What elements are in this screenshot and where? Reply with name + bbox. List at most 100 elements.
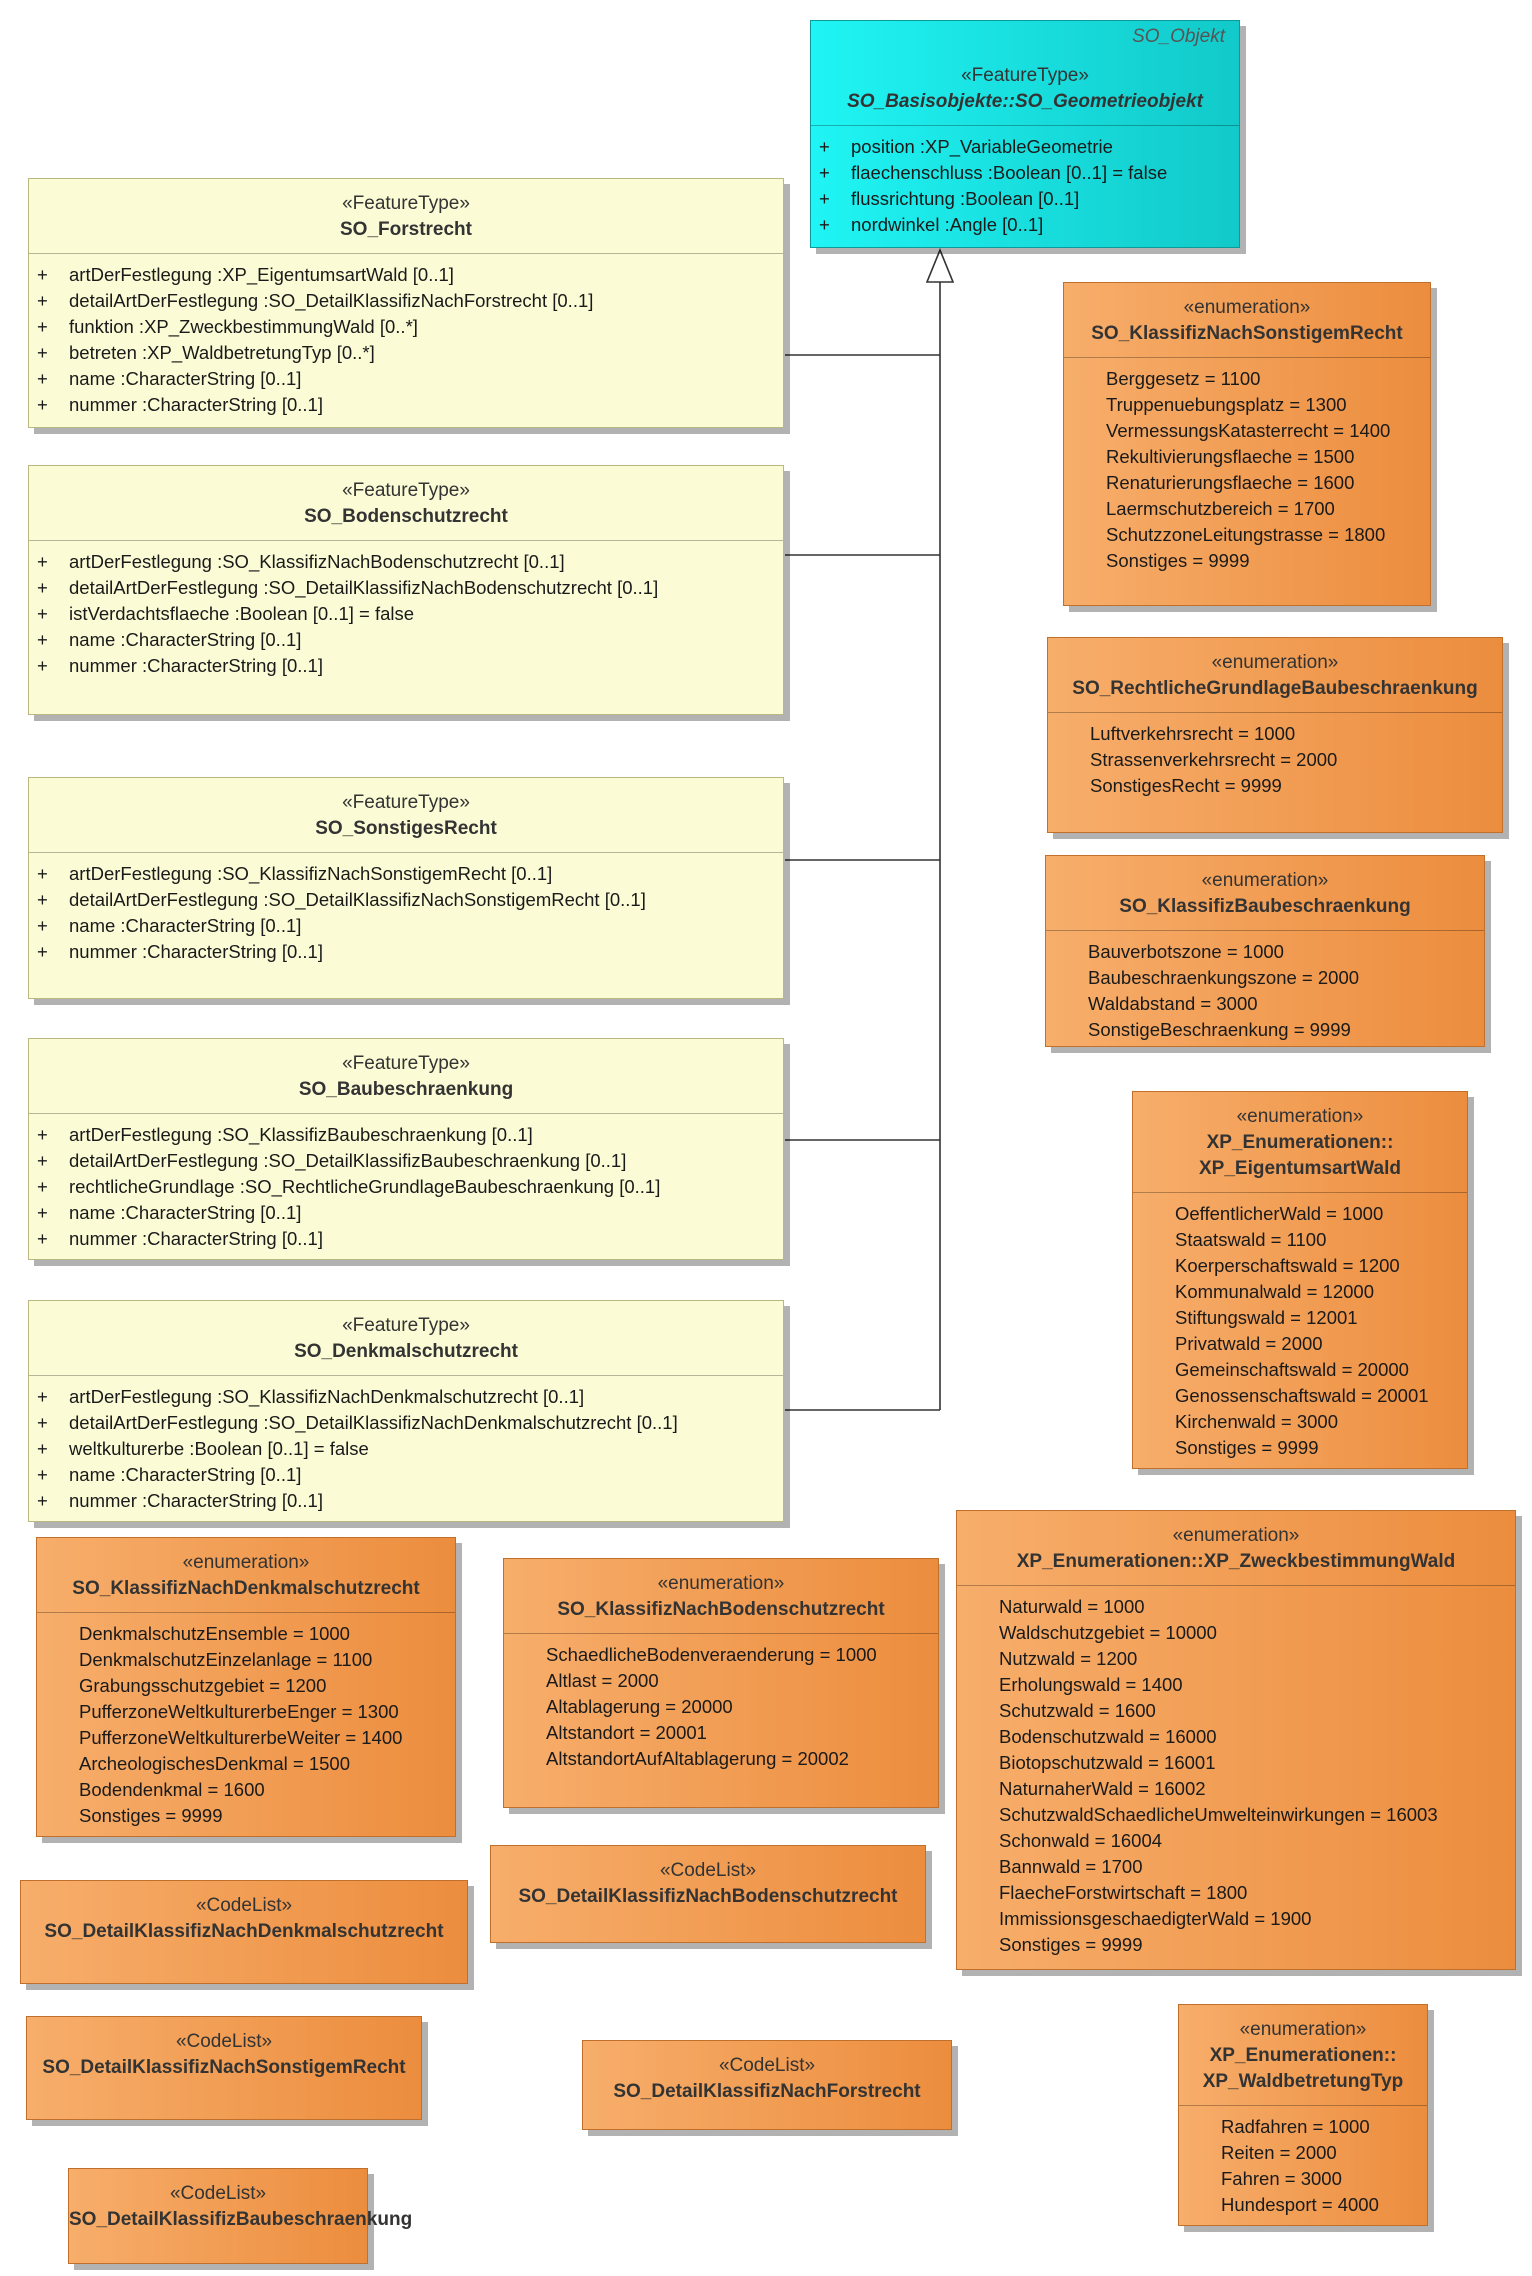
literal-row: Sonstiges = 9999 (1106, 550, 1250, 571)
literal-row: NaturnaherWald = 16002 (999, 1778, 1206, 1799)
literal-row: Sonstiges = 9999 (1175, 1437, 1319, 1458)
codelist-name: SO_DetailKlassifizNachBodenschutzrecht (518, 1886, 898, 1907)
enum-name: SO_KlassifizBaubeschraenkung (1119, 896, 1411, 917)
attribute-row: +name :CharacterString [0..1] (37, 368, 302, 389)
class-so-forstrecht[interactable]: «FeatureType» SO_Forstrecht +artDerFestl… (28, 178, 784, 428)
stereotype-label: «enumeration» (1172, 1525, 1300, 1546)
enum-so-klassifiznachsonstigemrecht[interactable]: «enumeration» SO_KlassifizNachSonstigemR… (1063, 282, 1431, 606)
literal-row: ArcheologischesDenkmal = 1500 (79, 1753, 350, 1774)
stereotype-label: «CodeList» (718, 2055, 816, 2076)
attribute-row: +nummer :CharacterString [0..1] (37, 941, 323, 962)
literal-row: Hundesport = 4000 (1221, 2194, 1379, 2215)
attribute-list: +artDerFestlegung :XP_EigentumsartWald [… (29, 254, 783, 418)
literal-row: Sonstiges = 9999 (999, 1934, 1143, 1955)
enum-name: XP_EigentumsartWald (1198, 1158, 1401, 1179)
attribute-list: +artDerFestlegung :SO_KlassifizNachDenkm… (29, 1376, 783, 1514)
literal-row: Schutzwald = 1600 (999, 1700, 1156, 1721)
attribute-list: +position :XP_VariableGeometrie +flaeche… (811, 126, 1239, 238)
literal-row: Altstandort = 20001 (546, 1722, 707, 1743)
literal-row: VermessungsKatasterrecht = 1400 (1106, 420, 1391, 441)
class-so-bodenschutzrecht[interactable]: «FeatureType» SO_Bodenschutzrecht +artDe… (28, 465, 784, 715)
attribute-list: +artDerFestlegung :SO_KlassifizBaubeschr… (29, 1114, 783, 1252)
class-so-sonstigesrecht[interactable]: «FeatureType» SO_SonstigesRecht +artDerF… (28, 777, 784, 999)
class-name: SO_Forstrecht (340, 219, 472, 240)
codelist-so-detailklassifizbaubeschraenkung[interactable]: «CodeList» SO_DetailKlassifizBaubeschrae… (68, 2168, 413, 2264)
literal-row: SchaedlicheBodenveraenderung = 1000 (546, 1644, 877, 1665)
literal-row: SchutzzoneLeitungstrasse = 1800 (1106, 524, 1386, 545)
literal-row: SchutzwaldSchaedlicheUmwelteinwirkungen … (999, 1804, 1438, 1825)
enum-so-rechtlichegrundlagebaubeschraenkung[interactable]: «enumeration» SO_RechtlicheGrundlageBaub… (1047, 637, 1503, 833)
literal-row: Fahren = 3000 (1221, 2168, 1342, 2189)
stereotype-label: «CodeList» (659, 1860, 757, 1881)
attribute-row: +funktion :XP_ZweckbestimmungWald [0..*] (37, 316, 418, 337)
enum-so-klassifiznachbodenschutzrecht[interactable]: «enumeration» SO_KlassifizNachBodenschut… (503, 1558, 939, 1808)
attribute-row: +name :CharacterString [0..1] (37, 1202, 302, 1223)
enum-so-klassifizbaubeschraenkung[interactable]: «enumeration» SO_KlassifizBaubeschraenku… (1045, 855, 1485, 1047)
class-so-baubeschraenkung[interactable]: «FeatureType» SO_Baubeschraenkung +artDe… (28, 1038, 784, 1260)
literal-row: Luftverkehrsrecht = 1000 (1090, 723, 1296, 744)
package-label: SO_Objekt (1132, 26, 1225, 47)
enum-name: SO_RechtlicheGrundlageBaubeschraenkung (1072, 678, 1478, 699)
attribute-row: +flaechenschluss :Boolean [0..1] = false (819, 162, 1168, 183)
literal-row: Altablagerung = 20000 (546, 1696, 733, 1717)
attribute-row: +weltkulturerbe :Boolean [0..1] = false (37, 1438, 369, 1459)
attribute-row: +nummer :CharacterString [0..1] (37, 655, 323, 676)
literal-row: Bodenschutzwald = 16000 (999, 1726, 1217, 1747)
literal-row: Erholungswald = 1400 (999, 1674, 1183, 1695)
literal-row: OeffentlicherWald = 1000 (1175, 1203, 1384, 1224)
literal-row: PufferzoneWeltkulturerbeEnger = 1300 (79, 1701, 399, 1722)
literal-row: Bodendenkmal = 1600 (79, 1779, 265, 1800)
literal-list: Naturwald = 1000 Waldschutzgebiet = 1000… (957, 1586, 1515, 1958)
enum-xp-waldbetretungtyp[interactable]: «enumeration» XP_Enumerationen:: XP_Wald… (1178, 2004, 1428, 2226)
codelist-name: SO_DetailKlassifizNachDenkmalschutzrecht (44, 1921, 444, 1942)
codelist-so-detailklassifiznachsonstigemrecht[interactable]: «CodeList» SO_DetailKlassifizNachSonstig… (26, 2016, 422, 2120)
codelist-so-detailklassifiznachdenkmalschutzrecht[interactable]: «CodeList» SO_DetailKlassifizNachDenkmal… (20, 1880, 468, 1984)
enum-xp-zweckbestimmungwald[interactable]: «enumeration» XP_Enumerationen::XP_Zweck… (956, 1510, 1516, 1970)
enum-xp-eigentumsartwald[interactable]: «enumeration» XP_Enumerationen:: XP_Eige… (1132, 1091, 1468, 1469)
stereotype-label: «FeatureType» (342, 1315, 470, 1336)
literal-row: Truppenuebungsplatz = 1300 (1106, 394, 1347, 415)
attribute-row: +nordwinkel :Angle [0..1] (819, 214, 1044, 235)
class-so-geometrieobjekt[interactable]: SO_Objekt «FeatureType» SO_Basisobjekte:… (810, 20, 1240, 248)
stereotype-label: «enumeration» (657, 1573, 785, 1594)
attribute-row: +flussrichtung :Boolean [0..1] (819, 188, 1080, 209)
enum-name: SO_KlassifizNachSonstigemRecht (1091, 323, 1403, 344)
codelist-so-detailklassifiznachforstrecht[interactable]: «CodeList» SO_DetailKlassifizNachForstre… (582, 2040, 952, 2130)
class-name: SO_Baubeschraenkung (298, 1079, 514, 1100)
attribute-row: +detailArtDerFestlegung :SO_DetailKlassi… (37, 577, 659, 598)
literal-row: Reiten = 2000 (1221, 2142, 1337, 2163)
literal-row: Schonwald = 16004 (999, 1830, 1163, 1851)
attribute-list: +artDerFestlegung :SO_KlassifizNachSonst… (29, 853, 783, 965)
stereotype-label: «CodeList» (169, 2183, 267, 2204)
literal-row: Waldabstand = 3000 (1088, 993, 1258, 1014)
attribute-row: +detailArtDerFestlegung :SO_DetailKlassi… (37, 1412, 678, 1433)
enum-name: XP_WaldbetretungTyp (1202, 2071, 1404, 2092)
attribute-list: +artDerFestlegung :SO_KlassifizNachBoden… (29, 541, 783, 679)
attribute-row: +rechtlicheGrundlage :SO_RechtlicheGrund… (37, 1176, 661, 1197)
literal-row: AltstandortAufAltablagerung = 20002 (546, 1748, 849, 1769)
stereotype-label: «FeatureType» (342, 1053, 470, 1074)
literal-row: SonstigeBeschraenkung = 9999 (1088, 1019, 1351, 1040)
attribute-row: +artDerFestlegung :SO_KlassifizBaubeschr… (37, 1124, 533, 1145)
attribute-row: +nummer :CharacterString [0..1] (37, 394, 323, 415)
codelist-name: SO_DetailKlassifizBaubeschraenkung (69, 2209, 413, 2230)
literal-row: Radfahren = 1000 (1221, 2116, 1370, 2137)
literal-row: FlaecheForstwirtschaft = 1800 (999, 1882, 1248, 1903)
literal-list: Berggesetz = 1100 Truppenuebungsplatz = … (1064, 358, 1430, 574)
stereotype-label: «CodeList» (195, 1895, 293, 1916)
stereotype-label: «FeatureType» (342, 792, 470, 813)
class-so-denkmalschutzrecht[interactable]: «FeatureType» SO_Denkmalschutzrecht +art… (28, 1300, 784, 1522)
attribute-row: +betreten :XP_WaldbetretungTyp [0..*] (37, 342, 375, 363)
stereotype-label: «FeatureType» (342, 193, 470, 214)
attribute-row: +artDerFestlegung :SO_KlassifizNachSonst… (37, 863, 553, 884)
attribute-row: +detailArtDerFestlegung :SO_DetailKlassi… (37, 290, 594, 311)
literal-row: PufferzoneWeltkulturerbeWeiter = 1400 (79, 1727, 403, 1748)
attribute-row: +name :CharacterString [0..1] (37, 629, 302, 650)
literal-list: Bauverbotszone = 1000 Baubeschraenkungsz… (1046, 931, 1484, 1043)
literal-row: Sonstiges = 9999 (79, 1805, 223, 1826)
codelist-so-detailklassifiznachbodenschutzrecht[interactable]: «CodeList» SO_DetailKlassifizNachBodensc… (490, 1845, 926, 1943)
stereotype-label: «enumeration» (1236, 1106, 1364, 1127)
codelist-name: SO_DetailKlassifizNachSonstigemRecht (42, 2057, 406, 2078)
literal-row: Baubeschraenkungszone = 2000 (1088, 967, 1360, 988)
enum-so-klassifiznachdenkmalschutzrecht[interactable]: «enumeration» SO_KlassifizNachDenkmalsch… (36, 1537, 456, 1837)
